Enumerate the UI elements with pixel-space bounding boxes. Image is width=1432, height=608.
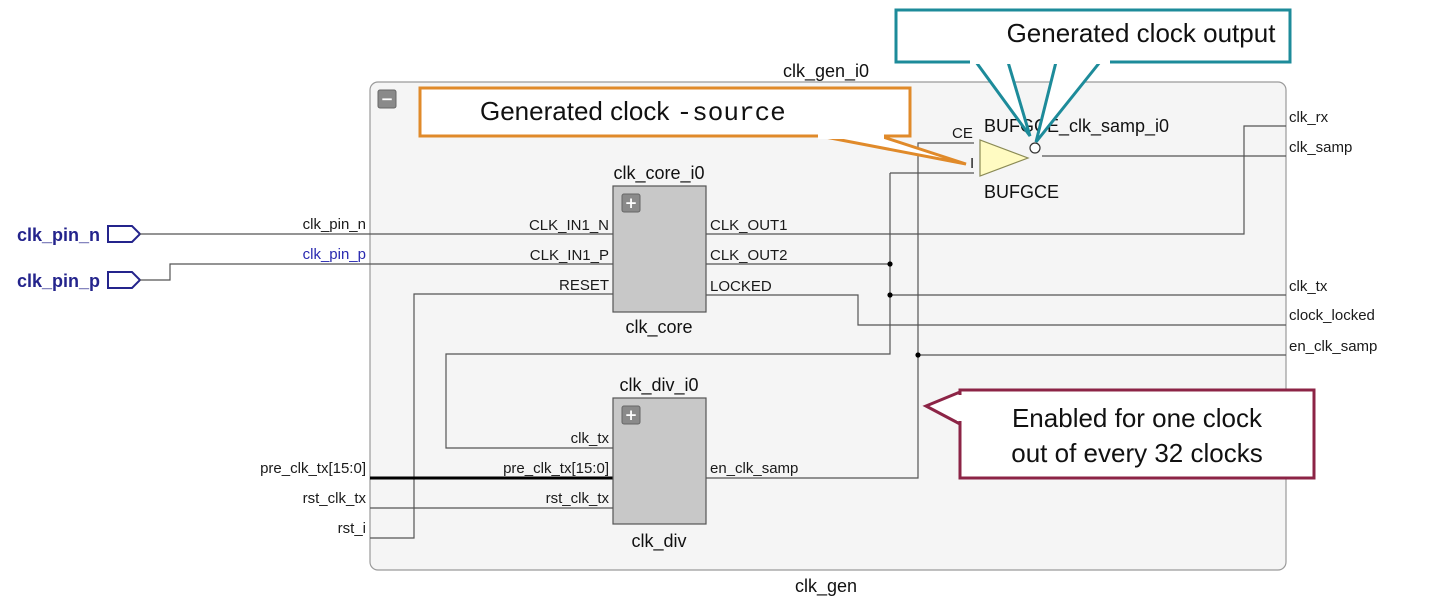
clk-div-module-name: clk_div <box>631 531 686 552</box>
pin-en-clk-samp: en_clk_samp <box>710 460 798 477</box>
output-bubble-icon <box>1029 142 1041 154</box>
net-label-clk-pin-p: clk_pin_p <box>303 246 366 263</box>
callout-source-text: Generated clock -source <box>480 96 786 128</box>
clk-div-instance-name: clk_div_i0 <box>619 375 698 396</box>
bufgce-instance-name: BUFGCE_clk_samp_i0 <box>984 116 1169 137</box>
net-label-rst-clk-tx: rst_clk_tx <box>303 490 367 507</box>
pin-rst-clk-tx: rst_clk_tx <box>546 490 610 507</box>
input-port-clk-pin-p[interactable]: clk_pin_p <box>17 271 142 291</box>
junction-dots <box>887 261 921 358</box>
minus-icon: − <box>381 90 394 108</box>
pin-clk-tx: clk_tx <box>571 430 610 447</box>
pin-clk-out2: CLK_OUT2 <box>710 247 788 264</box>
pin-clk-in1-p: CLK_IN1_P <box>530 247 609 264</box>
port-arrow-icon <box>107 225 142 243</box>
pin-ce: CE <box>952 125 973 142</box>
callout-generated-clock-output: Generated clock output <box>894 8 1292 143</box>
port-label-clk-pin-p: clk_pin_p <box>17 271 100 291</box>
net-label-clk-rx: clk_rx <box>1289 109 1329 126</box>
callout-output-text: Generated clock output <box>1007 18 1277 48</box>
callout-generated-clock-source: Generated clock -source <box>418 86 967 166</box>
port-arrow-icon <box>107 271 142 289</box>
pin-clk-in1-n: CLK_IN1_N <box>529 217 609 234</box>
net-label-en-clk-samp: en_clk_samp <box>1289 338 1377 355</box>
net-label-pre-clk-tx: pre_clk_tx[15:0] <box>260 460 366 477</box>
plus-icon: + <box>625 406 638 424</box>
pin-i: I <box>970 155 974 172</box>
net-label-clock-locked: clock_locked <box>1289 307 1375 324</box>
pin-reset: RESET <box>559 277 609 294</box>
expand-button[interactable] <box>621 405 641 425</box>
top-module-name: clk_gen <box>795 576 857 597</box>
bufgce-buffer[interactable] <box>979 139 1041 177</box>
net-label-clk-tx: clk_tx <box>1289 278 1328 295</box>
clk-gen-frame <box>369 81 1287 571</box>
net-label-clk-samp: clk_samp <box>1289 139 1352 156</box>
clk-core-module-name: clk_core <box>625 317 692 338</box>
clk-core-block[interactable]: + <box>612 185 707 313</box>
bufgce-type-name: BUFGCE <box>984 182 1059 202</box>
port-label-clk-pin-n: clk_pin_n <box>17 225 100 245</box>
net-label-clk-pin-n: clk_pin_n <box>303 216 366 233</box>
pin-locked: LOCKED <box>710 278 772 295</box>
expand-button[interactable] <box>621 193 641 213</box>
callout-enabled-line1: Enabled for one clock <box>1012 403 1263 433</box>
input-port-clk-pin-n[interactable]: clk_pin_n <box>17 225 142 245</box>
clk-div-block[interactable]: + <box>612 397 707 525</box>
collapse-button[interactable]: − <box>377 89 397 109</box>
pin-clk-out1: CLK_OUT1 <box>710 217 788 234</box>
callout-enabled: Enabled for one clock out of every 32 cl… <box>922 388 1316 480</box>
top-instance-name: clk_gen_i0 <box>783 61 869 82</box>
callout-enabled-line2: out of every 32 clocks <box>1011 438 1262 468</box>
wires <box>140 125 1286 539</box>
plus-icon: + <box>625 194 638 212</box>
pin-pre-clk-tx: pre_clk_tx[15:0] <box>503 460 609 477</box>
clk-core-instance-name: clk_core_i0 <box>613 163 704 184</box>
net-label-rst-i: rst_i <box>338 520 366 537</box>
